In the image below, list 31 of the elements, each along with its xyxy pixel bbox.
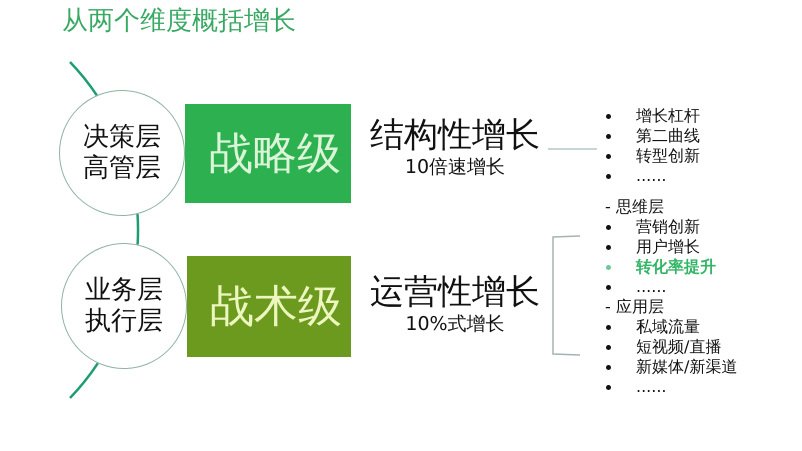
list-item: ......	[636, 277, 667, 297]
curved-line	[69, 362, 99, 399]
list-item: ......	[636, 377, 667, 397]
title: 从两个维度概括增长	[62, 5, 296, 38]
growth-subtitle: 10倍速增长	[404, 155, 506, 179]
curved-line	[136, 214, 140, 245]
list-item: 私域流量	[636, 317, 700, 337]
curved-line	[69, 61, 98, 96]
list-item: 第二曲线	[636, 126, 700, 146]
connector-line	[548, 148, 597, 150]
growth-subtitle: 10%式增长	[405, 312, 505, 336]
role-label: 决策层	[83, 122, 161, 153]
level-label: 战略级	[209, 128, 341, 180]
list-item: 增长杠杆	[636, 106, 700, 126]
list-item: 转型创新	[636, 146, 700, 166]
list-heading: - 思维层	[605, 197, 664, 217]
list-item: 转化率提升	[636, 257, 716, 277]
growth-heading: 运营性增长	[370, 272, 540, 312]
level-label: 战术级	[210, 280, 342, 332]
growth-heading: 结构性增长	[370, 115, 540, 155]
list-item: 营销创新	[636, 217, 700, 237]
role-label: 高管层	[83, 153, 161, 184]
list-item: 用户增长	[636, 237, 700, 257]
role-label: 业务层	[85, 275, 163, 306]
level-banner	[185, 104, 351, 203]
role-label: 执行层	[85, 306, 163, 337]
list-heading: - 应用层	[605, 297, 664, 317]
list-item: ......	[636, 166, 667, 186]
list-item: 新媒体/新渠道	[636, 357, 738, 377]
list-item: 短视频/直播	[636, 337, 722, 357]
level-banner	[187, 256, 351, 357]
